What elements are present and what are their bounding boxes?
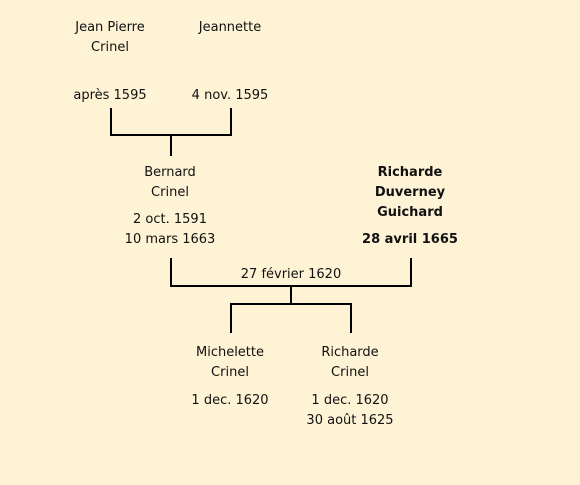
- connector-line: [230, 303, 352, 305]
- person-date-bernard-death: 10 mars 1663: [124, 232, 216, 247]
- person-date-jean-pierre: après 1595: [73, 88, 147, 103]
- person-date-richarde-crinel-death: 30 août 1625: [306, 413, 394, 428]
- person-jeannette[interactable]: Jeannette: [180, 18, 280, 38]
- person-last-name: Crinel: [331, 365, 369, 380]
- person-bernard-crinel[interactable]: Bernard Crinel: [120, 163, 220, 203]
- connector-line: [170, 258, 172, 287]
- person-first-name: Richarde: [321, 345, 379, 360]
- connector-line: [230, 108, 232, 136]
- person-first-name: Michelette: [195, 345, 264, 360]
- connector-line: [410, 258, 412, 287]
- person-first-name: Bernard: [144, 165, 196, 180]
- person-richarde-duverney-guichard[interactable]: Richarde Duverney Guichard: [340, 163, 480, 223]
- connector-line: [170, 134, 172, 156]
- connector-line: [110, 108, 112, 136]
- person-last-name: Crinel: [151, 185, 189, 200]
- person-date-richarde-crinel-birth: 1 dec. 1620: [311, 393, 389, 408]
- person-first-name: Richarde: [377, 165, 443, 180]
- person-last-name: Crinel: [211, 365, 249, 380]
- person-date-bernard-birth: 2 oct. 1591: [133, 212, 207, 227]
- person-first-name: Jeannette: [198, 20, 262, 35]
- connector-line: [230, 303, 232, 333]
- connector-line: [350, 303, 352, 333]
- person-first-name: Jean Pierre: [75, 20, 145, 35]
- person-jean-pierre-crinel[interactable]: Jean Pierre Crinel: [60, 18, 160, 58]
- person-date-jeannette: 4 nov. 1595: [191, 88, 269, 103]
- connector-line: [290, 285, 292, 305]
- person-richarde-crinel[interactable]: Richarde Crinel: [300, 343, 400, 383]
- marriage-date: 27 février 1620: [240, 267, 342, 282]
- person-date-richarde-duverney: 28 avril 1665: [362, 232, 458, 247]
- person-michelette-crinel[interactable]: Michelette Crinel: [180, 343, 280, 383]
- person-last-name: Duverney Guichard: [374, 185, 446, 220]
- person-date-michelette: 1 dec. 1620: [191, 393, 269, 408]
- person-last-name: Crinel: [91, 40, 129, 55]
